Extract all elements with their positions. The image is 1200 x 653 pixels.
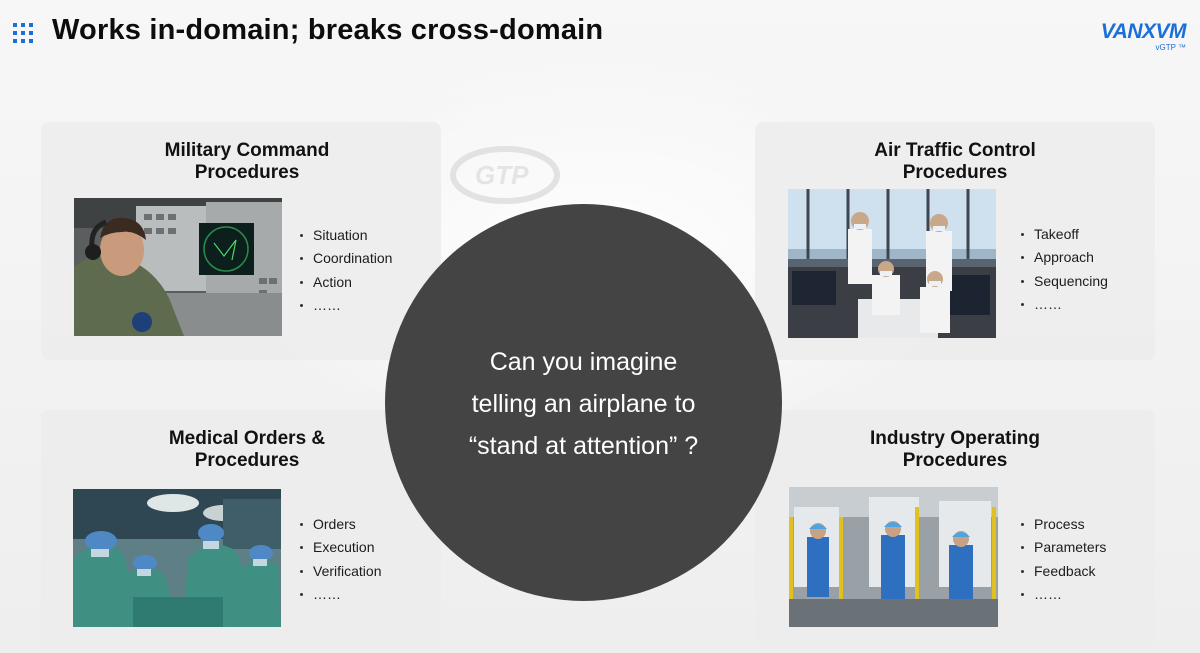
card-title-line: Air Traffic Control <box>874 140 1036 161</box>
svg-text:GTP: GTP <box>475 160 529 190</box>
factory-assembly-photo <box>789 487 998 627</box>
list-item: Process <box>1021 513 1106 536</box>
card-medical-orders: Medical Orders & Procedures <box>41 410 441 648</box>
radar-operator-photo <box>74 198 282 336</box>
card-title-line: Medical Orders & <box>168 428 326 449</box>
center-line: “stand at attention” ? <box>468 432 699 460</box>
card-title-line: Military Command <box>164 140 330 161</box>
air-traffic-control-photo <box>788 189 996 338</box>
list-item: Coordination <box>300 247 392 270</box>
list-item: …… <box>300 294 392 317</box>
center-question-text: Can you imagine telling an airplane to “… <box>385 341 782 467</box>
logo-subtitle: vGTP ™ <box>1155 43 1186 52</box>
list-item: Parameters <box>1021 536 1106 559</box>
list-item: Situation <box>300 224 392 247</box>
surgical-team-photo <box>73 489 281 627</box>
card-title-line: Procedures <box>194 162 300 183</box>
list-item: Orders <box>300 513 381 536</box>
grid-dots-icon <box>13 23 33 43</box>
list-item: Takeoff <box>1021 223 1108 246</box>
card-title: Industry Operating Procedures <box>755 428 1155 472</box>
list-item: Sequencing <box>1021 270 1108 293</box>
bullet-list: Takeoff Approach Sequencing …… <box>1021 223 1108 316</box>
center-question-circle: Can you imagine telling an airplane to “… <box>385 204 782 601</box>
list-item: …… <box>1021 293 1108 316</box>
card-title: Military Command Procedures <box>41 140 453 184</box>
list-item: Action <box>300 271 392 294</box>
bullet-list: Situation Coordination Action …… <box>300 224 392 317</box>
list-item: Feedback <box>1021 560 1106 583</box>
card-industry-operating: Industry Operating Procedures <box>755 410 1155 648</box>
card-title: Medical Orders & Procedures <box>41 428 453 472</box>
brand-logo: VANXVM vGTP ™ <box>1100 20 1187 52</box>
logo-wordmark: VANXVM <box>1100 20 1187 43</box>
list-item: Verification <box>300 560 381 583</box>
card-air-traffic-control: Air Traffic Control Procedures <box>755 122 1155 360</box>
list-item: Approach <box>1021 246 1108 269</box>
page-title: Works in-domain; breaks cross-domain <box>52 14 604 46</box>
card-title-line: Procedures <box>902 450 1008 471</box>
card-title-line: Procedures <box>902 162 1008 183</box>
center-line: telling an airplane to <box>471 390 696 418</box>
bullet-list: Process Parameters Feedback …… <box>1021 513 1106 606</box>
list-item: Execution <box>300 536 381 559</box>
card-title-line: Procedures <box>194 450 300 471</box>
card-title-line: Industry Operating <box>870 428 1040 449</box>
list-item: …… <box>300 583 381 606</box>
list-item: …… <box>1021 583 1106 606</box>
vgtp-watermark-logo: GTP <box>450 146 560 204</box>
card-military-command: Military Command Procedures Sit <box>41 122 441 360</box>
card-title: Air Traffic Control Procedures <box>755 140 1155 184</box>
center-line: Can you imagine <box>489 348 678 376</box>
bullet-list: Orders Execution Verification …… <box>300 513 381 606</box>
